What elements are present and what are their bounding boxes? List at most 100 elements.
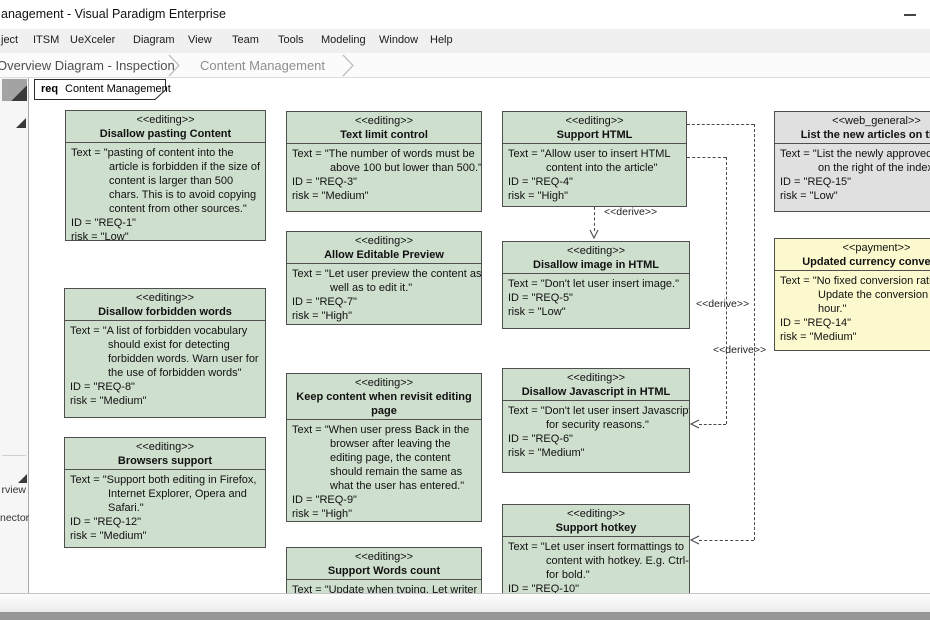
requirement-stereotype: <<editing>> [135,292,195,304]
requirement-field-line: browser after leaving the [330,438,451,450]
requirement-field-line: ID = "REQ-6" [508,433,573,445]
requirement-field-line: content from other sources." [109,203,247,215]
requirement-name: Updated currency conversio [802,256,930,268]
collapse-triangle-icon[interactable] [18,474,27,483]
requirement-field-line: Text = "Allow user to insert HTML [508,148,671,160]
requirement-stereotype: <<editing>> [354,377,414,389]
requirement-field-line: Text = "When user press Back in the [292,424,470,436]
requirement-name: Disallow Javascript in HTML [521,386,671,398]
req-body: Text = "Update when typing. Let writer [287,580,481,593]
breadcrumb-item-content-management[interactable]: Content Management [200,58,326,73]
menu-item-itsm[interactable]: ITSM [33,34,60,46]
menu-item-help[interactable]: Help [430,34,453,46]
requirement-header: <<payment>> Updated currency conversio [775,239,930,271]
requirement-field-line: Text = "Don't let user insert image." [508,278,680,290]
window-bottom-edge [0,612,930,620]
requirement-stereotype: <<web_general>> [832,115,921,127]
requirement-box[interactable]: <<editing>> Disallow Javascript in HTML … [502,368,690,473]
requirement-stereotype: <<editing>> [566,245,626,257]
requirement-header: <<editing>> Disallow forbidden words [65,289,265,321]
connector-segment[interactable] [687,124,754,125]
collapse-triangle-icon[interactable] [16,118,26,128]
menu-item-uexceler[interactable]: UeXceler [70,34,116,46]
requirement-box[interactable]: <<web_general>> List the new articles on… [774,111,930,212]
connector-segment[interactable] [687,157,726,158]
connector-segment[interactable] [699,540,754,541]
menu-item-tools[interactable]: Tools [278,34,304,46]
connector-segment[interactable] [699,424,726,425]
requirement-box[interactable]: <<editing>> Text limit control Text = "T… [286,111,482,212]
panel-label-overview-fragment[interactable]: rview [1,484,26,496]
menu-item-modeling[interactable]: Modeling [321,34,366,46]
requirement-field-line: ID = "REQ-15" [780,176,852,188]
menu-item-diagram[interactable]: Diagram [133,34,175,46]
derive-label: <<derive>> [604,206,658,218]
requirement-field-line: chars. This is to avoid copying [109,189,257,201]
frame-tab-shape [34,79,166,100]
requirement-box[interactable]: <<editing>> Browsers support Text = "Sup… [64,437,266,548]
requirement-field-line: editing page, the content [330,452,451,464]
diagram-frame-tab[interactable]: req Content Management [34,79,171,100]
requirement-field-line: ID = "REQ-9" [292,494,357,506]
minimize-icon[interactable] [896,4,926,24]
requirement-box[interactable]: <<editing>> Support HTML Text = "Allow u… [502,111,687,207]
requirement-box[interactable]: <<editing>> Disallow image in HTML Text … [502,241,690,329]
requirement-stereotype: <<editing>> [354,115,414,127]
connector-segment[interactable] [726,157,727,424]
requirement-field-line: risk = "Low" [508,306,566,318]
requirement-field-line: risk = "Medium" [780,331,857,343]
requirement-field-line: Text = "pasting of content into the [71,147,234,159]
requirement-box[interactable]: <<editing>> Support Words count Text = "… [286,547,482,593]
requirement-field-line: Update the conversion ra [818,289,930,301]
menu-item-team[interactable]: Team [232,34,259,46]
requirement-field-line: ID = "REQ-4" [508,176,573,188]
req-body: Text = "When user press Back in the brows… [287,420,481,521]
requirement-stereotype: <<editing>> [565,115,624,127]
requirement-field-line: content with hotkey. E.g. Ctrl-B [546,555,690,567]
requirement-stereotype: <<editing>> [135,441,195,453]
requirement-name: Support HTML [556,129,633,141]
derive-label: <<derive>> [713,344,767,356]
requirement-field-line: forbidden words. Warn user for [108,353,259,365]
requirement-field-line: Text = "The number of words must be [292,148,475,160]
breadcrumb-item-overview-diagram[interactable]: Overview Diagram - Inspection [0,58,175,73]
requirement-field-line: should exist for detecting [108,339,230,351]
requirement-field-line: content is larger than 500 [109,175,234,187]
requirement-field-line: Text = "Don't let user insert Javascript [508,405,690,417]
req-body: Text = "No fixed conversion ratio. Update… [775,271,930,347]
chevron-right-icon [342,54,354,77]
requirement-field-line: ID = "REQ-8" [70,381,135,393]
requirement-field-line: risk = "Medium" [292,190,369,202]
requirement-box[interactable]: <<editing>> Disallow forbidden words Tex… [64,288,266,418]
requirement-field-line: Text = "No fixed conversion ratio. [780,275,930,287]
requirement-name: List the new articles on the ri [800,129,930,141]
connector-segment[interactable] [754,124,755,540]
requirement-field-line: Internet Explorer, Opera and [108,488,247,500]
connector-segment[interactable] [594,207,595,231]
workspace: rview nector req Content Management <<de… [0,78,930,593]
requirement-field-line: for bold." [546,569,590,581]
menu-item-view[interactable]: View [188,34,212,46]
requirement-name: Text limit control [340,129,428,141]
requirement-box[interactable]: <<editing>> Keep content when revisit ed… [286,373,482,522]
requirement-name: Allow Editable Preview [324,249,444,261]
menu-item-window[interactable]: Window [379,34,419,46]
req-body: Text = "Don't let user insert Javascript… [503,401,689,463]
requirement-box[interactable]: <<editing>> Disallow pasting Content Tex… [65,110,266,241]
requirement-header: <<editing>> Keep content when revisit ed… [287,374,481,420]
requirement-box[interactable]: <<editing>> Support hotkey Text = "Let u… [502,504,690,593]
derive-label: <<derive>> [696,298,750,310]
requirement-header: <<editing>> Disallow pasting Content [66,111,265,143]
diagram-canvas[interactable]: req Content Management <<derive>> <<deri… [29,78,930,593]
requirement-header: <<editing>> Disallow Javascript in HTML [503,369,689,401]
requirement-box[interactable]: <<payment>> Updated currency conversio T… [774,238,930,351]
requirement-box[interactable]: <<editing>> Allow Editable Preview Text … [286,231,482,325]
requirement-header: <<editing>> Browsers support [65,438,265,470]
panel-label-connector-fragment[interactable]: nector [0,512,30,524]
menu-item-project-fragment[interactable]: ject [1,34,19,46]
requirement-field-line: Text = "Update when typing. Let writer [292,584,478,593]
req-body: Text = "Support both editing in Firefox,… [65,470,265,546]
requirement-field-line: risk = "Medium" [70,530,147,542]
requirement-field-line: should remain the same as [330,466,463,478]
